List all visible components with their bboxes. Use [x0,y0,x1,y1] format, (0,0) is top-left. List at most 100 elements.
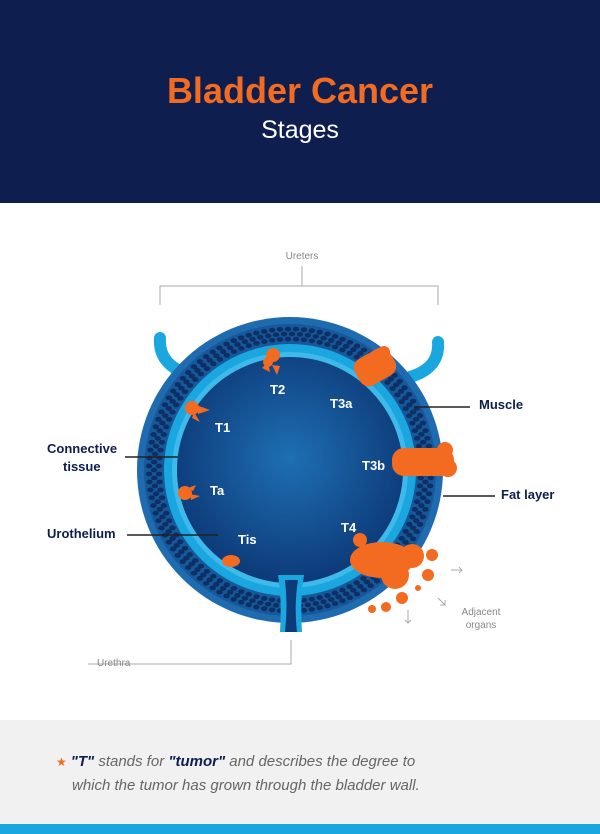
muscle-cell [177,395,184,401]
muscle-cell [419,420,427,426]
muscle-cell [209,585,216,591]
muscle-cell [402,529,409,534]
muscle-cell [188,561,195,567]
muscle-cell [331,590,339,596]
footnote-text-2: and describes the degree to [225,753,416,770]
muscle-cell [238,346,245,351]
muscle-cell [197,563,205,569]
muscle-cell [206,577,213,583]
muscle-cell [150,467,158,473]
muscle-cell [268,607,276,613]
muscle-cell [342,591,350,597]
muscle-cell [183,379,190,385]
stage-t3a: T3a [330,396,353,411]
muscle-cell [253,330,260,336]
muscle-cell [373,578,381,584]
muscle-cell [162,413,169,419]
muscle-cell [419,495,427,501]
muscle-cell [249,336,256,342]
muscle-cell [227,345,234,351]
muscle-cell [178,385,185,391]
muscle-cell [342,343,350,349]
muscle-cell [160,503,168,508]
footnote-area: ★"T" stands for "tumor" and describes th… [0,720,600,824]
tumors [178,346,457,613]
muscle-cell [308,596,316,602]
muscle-cell [397,388,405,394]
muscle-cell [152,510,159,516]
muscle-cell [223,341,230,347]
muscle-cell [245,602,252,608]
muscle-cell [422,479,429,485]
muscle-cell [424,499,431,505]
muscle-cell [165,518,173,523]
muscle-cell [350,587,357,593]
muscle-cell [413,499,421,505]
muscle-cell [192,558,199,563]
muscle-cell [415,491,423,497]
muscle-cell [230,349,238,355]
muscle-cell [241,339,249,345]
muscle-cell [216,356,224,362]
muscle-cell [261,606,268,612]
muscle-cell [405,391,413,397]
muscle-cell [346,584,353,590]
muscle-cell [360,347,368,353]
muscle-cell [409,536,417,542]
muscle-cell [406,521,413,527]
muscle-cell [300,597,308,603]
muscle-cell [419,439,427,445]
muscle-cell [300,607,308,613]
muscle-cell [192,377,199,382]
tumor-t4 [350,533,438,613]
muscle-cell [216,589,223,595]
tumor-t3b [392,442,457,477]
muscle-cell [339,336,346,342]
muscle-cell [202,580,210,586]
muscle-cell [196,359,204,364]
muscle-cell [413,518,420,524]
muscle-cell [268,597,276,603]
muscle-cell [169,525,176,531]
muscle-cell [148,439,155,445]
muscle-cell [210,361,217,367]
muscle-cell [163,510,170,516]
page-title: Bladder Cancer [166,70,434,111]
muscle-cell [402,406,409,411]
muscle-cell [387,376,395,382]
muscle-cell [158,495,166,501]
muscle-cell [230,585,238,591]
muscle-cell [264,333,272,339]
muscle-cell [161,402,169,408]
page-subtitle: Stages [261,116,339,144]
muscle-cell [185,565,192,570]
muscle-cell [230,338,237,344]
muscle-cell [284,326,292,332]
muscle-cell [146,479,153,485]
muscle-cell [230,596,237,602]
muscle-cell [260,339,268,344]
muscle-cell [219,586,227,591]
muscle-cell [363,579,371,585]
muscle-cell [194,367,201,373]
muscle-cell [276,336,284,342]
muscle-cell [292,326,300,332]
muscle-cell [219,349,227,354]
muscle-cell [288,331,296,337]
muscle-cell [367,583,374,589]
muscle-cell [331,344,339,350]
muscle-cell [392,382,400,388]
muscle-cell [156,428,164,434]
muscle-cell [155,471,163,477]
label-fat-layer: Fat layer [501,487,554,502]
muscle-cell [316,329,323,335]
muscle-cell [409,514,416,520]
muscle-cell [312,601,319,606]
stage-t1: T1 [215,420,230,435]
muscle-cell [300,327,308,333]
muscle-cell [237,599,245,605]
stage-t2: T2 [270,382,285,397]
label-urethra: Urethra [97,658,131,669]
muscle-cell [253,604,260,610]
muscle-cell [324,342,331,347]
